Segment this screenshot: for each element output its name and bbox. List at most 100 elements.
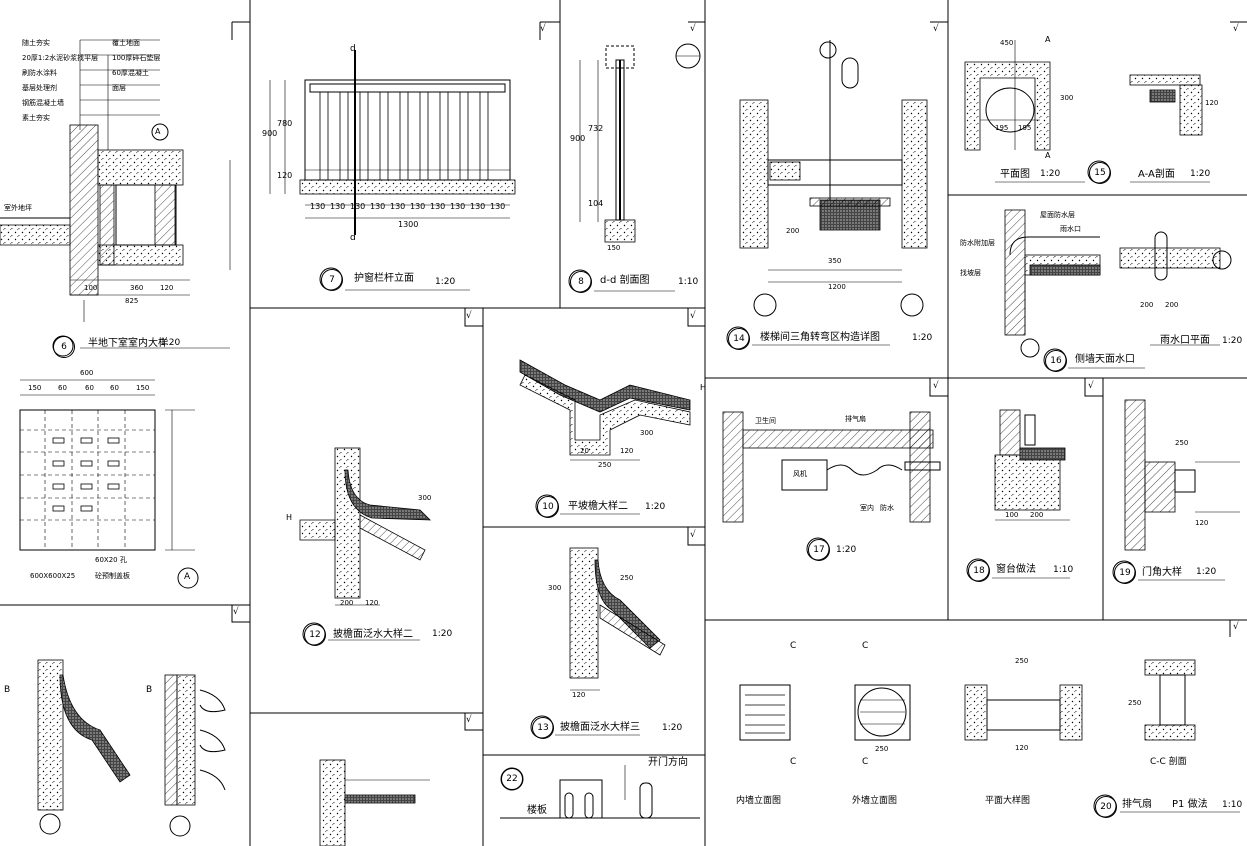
d20-dim-1: 250: [875, 745, 889, 753]
detail-8-number: 8: [570, 271, 592, 293]
detail-7-number: 7: [321, 269, 343, 291]
detail-17-drawing: [722, 411, 941, 561]
plate-a-dim-4: 60: [110, 384, 119, 392]
check-mark: √: [233, 607, 239, 617]
detail-18-number: 18: [968, 560, 990, 582]
d20-letter-c-3: C: [862, 641, 869, 651]
d16b-dim-2: 200: [1165, 301, 1179, 309]
d15-letter-a-top: A: [1045, 35, 1051, 44]
detail-13-drawing: [530, 547, 666, 739]
d6-right-2: 100厚碎石垫层: [112, 54, 161, 62]
detail-12-scale: 1:20: [432, 629, 453, 639]
detail-15-title: 平面图: [1000, 169, 1030, 180]
detail-15-scale: 1:20: [1040, 169, 1061, 179]
d6-right-4: 面层: [112, 84, 126, 92]
detail-13-title: 披檐面泛水大样三: [560, 722, 640, 733]
d17-label-5: 防水: [880, 504, 894, 512]
detail-16-drawing: [1004, 209, 1232, 372]
d16b-dim-1: 200: [1140, 301, 1154, 309]
d8-dim-height: 900: [570, 134, 586, 143]
d22-door-note: 开门方向: [648, 757, 688, 768]
detail-19-scale: 1:20: [1196, 567, 1217, 577]
plate-a-note: 60X20 孔: [95, 556, 127, 564]
d6-right-3: 60厚混凝土: [112, 69, 149, 77]
d20-letter-c-2: C: [790, 757, 797, 767]
detail-20-number: 20: [1095, 796, 1117, 818]
d10-dim-4: 300: [640, 429, 654, 437]
d7-dim-2: 130: [330, 202, 346, 211]
d7-letter-d-top: d: [350, 44, 356, 54]
plate-a-dim-2: 60: [58, 384, 67, 392]
check-mark: √: [466, 715, 472, 725]
d20-view-1: 内墙立面图: [736, 796, 782, 806]
d17-label-2: 排气扇: [845, 415, 866, 423]
d15-dim-1: 450: [1000, 39, 1014, 47]
detail-20-subtitle: P1 做法: [1172, 799, 1208, 810]
detail-8-title: d-d 剖面图: [600, 275, 650, 286]
detail-20-title: 排气扇: [1122, 799, 1152, 810]
d20-view-3: 平面大样图: [985, 796, 1031, 806]
check-mark: √: [1088, 381, 1094, 391]
detail-6-scale: 1:20: [160, 338, 181, 348]
d6-dim-2: 360: [130, 284, 144, 292]
d10-dim-2: 250: [598, 461, 612, 469]
detail-20-drawing: [739, 659, 1240, 818]
detail-7-title: 护窗栏杆立面: [354, 273, 414, 284]
d18-dim-2: 200: [1030, 511, 1044, 519]
d7-dim-8: 130: [450, 202, 466, 211]
detail-19-title: 门角大样: [1142, 567, 1182, 578]
detail-12-number: 12: [304, 624, 326, 646]
d12-dim-2: 120: [365, 599, 379, 607]
d13-dim-3: 250: [620, 574, 634, 582]
d16-note-2: 雨水口: [1060, 225, 1081, 233]
check-mark: √: [933, 24, 939, 34]
d19-dim-1: 250: [1175, 439, 1189, 447]
check-mark: √: [690, 24, 696, 34]
d20-dim-3: 250: [1128, 699, 1142, 707]
detail-8-drawing: [568, 43, 701, 293]
detail-18-scale: 1:10: [1053, 565, 1074, 575]
d6-right-1: 覆土地面: [112, 39, 140, 47]
d7-dim-total: 1300: [398, 220, 419, 229]
detail-12-drawing: [299, 447, 432, 646]
d10-letter-h: H: [700, 383, 707, 392]
d16-note-3: 防水附加层: [960, 239, 995, 247]
d8-dim-footing: 150: [607, 244, 621, 252]
detail-22-drawing: [500, 765, 700, 819]
d18-dim-1: 100: [1005, 511, 1019, 519]
check-mark: √: [690, 311, 696, 321]
detail-8-scale: 1:10: [678, 277, 699, 287]
plate-a-note2: 600X600X25: [30, 572, 76, 580]
d12-letter-h: H: [286, 513, 293, 522]
d6-layer-6: 素土夯实: [22, 114, 50, 122]
plate-a-dim-total: 600: [80, 369, 94, 377]
plate-a-dim-3: 60: [85, 384, 94, 392]
d15-letter-a-bottom: A: [1045, 151, 1051, 160]
detail-13-scale: 1:20: [662, 723, 683, 733]
d14-dim-1: 350: [828, 257, 842, 265]
d7-dim-1: 130: [310, 202, 326, 211]
check-mark: √: [540, 24, 546, 34]
detail-10-number: 10: [537, 496, 559, 518]
detail-b-drawing: [37, 659, 226, 837]
plate-a-drawing: [19, 379, 199, 589]
detail-16-number: 16: [1045, 350, 1067, 372]
d15-dim-5: 120: [1205, 99, 1219, 107]
d14-dim-2: 200: [786, 227, 800, 235]
detail-6-drawing: [0, 39, 231, 357]
d7-dim-10: 130: [490, 202, 506, 211]
detail-10-scale: 1:20: [645, 502, 666, 512]
d7-dim-height: 900: [262, 129, 278, 138]
d17-label-4: 风机: [793, 470, 807, 478]
check-mark: √: [1233, 622, 1239, 632]
d12-dim-1: 200: [340, 599, 354, 607]
d20-letter-c-4: C: [862, 757, 869, 767]
check-mark: √: [1233, 24, 1239, 34]
d15-dim-4: 195: [1018, 124, 1032, 132]
detail-7-scale: 1:20: [435, 277, 456, 287]
d16-note-4: 找坡层: [960, 269, 981, 277]
d20-dim-2: 250: [1015, 657, 1029, 665]
detail-6-title: 半地下室室内大样: [88, 338, 168, 349]
